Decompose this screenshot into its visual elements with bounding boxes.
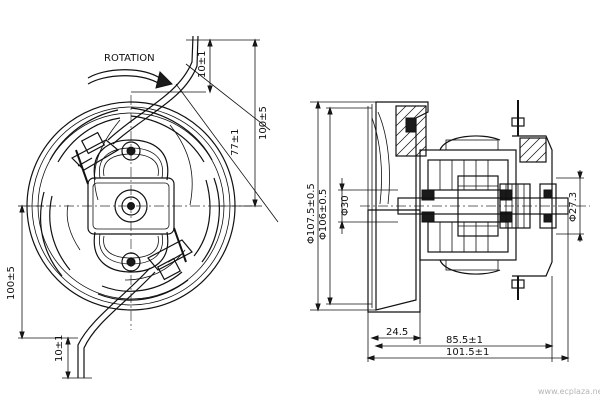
impeller-blades [36, 107, 226, 301]
mounting-bosses [121, 141, 141, 272]
shaft-side [397, 197, 569, 215]
rotation-label: ROTATION [104, 53, 155, 64]
dim-fan-depth: 24.5 [386, 327, 408, 338]
dim-top-offset: 10±1 [197, 51, 208, 78]
stator-section [419, 149, 517, 261]
dim-motor-length: 85.5±1 [446, 335, 483, 346]
dim-height-from-center: 77±1 [230, 129, 241, 156]
side-view: Φ107.5±0.5 Φ106±0.5 Φ30 Φ27.3 24.5 85.5±… [306, 100, 590, 362]
side-dimensions-vertical [310, 100, 584, 312]
dim-dia-mid: Φ106±0.5 [318, 189, 329, 240]
dim-left-height: 100±5 [6, 266, 17, 300]
dim-shaft-dia: Φ27.3 [568, 192, 579, 222]
winding-coils [439, 135, 501, 275]
watermark: www.ecplaza.net [538, 387, 600, 396]
rear-housing [512, 135, 557, 277]
brush-holders [71, 131, 193, 281]
armature [457, 175, 531, 237]
front-dimensions-right [131, 38, 279, 223]
shaft-center [114, 189, 148, 223]
front-view: ROTATION 10±1 77±1 100±5 [6, 35, 279, 380]
brush-studs [511, 100, 525, 300]
upper-bracket [395, 105, 427, 157]
dim-total-length: 101.5±1 [446, 347, 489, 358]
stator-winding [87, 139, 175, 273]
front-dimensions-left [18, 204, 92, 380]
dim-dia-inner: Φ30 [340, 195, 351, 216]
dim-bottom-offset: 10±1 [54, 335, 65, 362]
dim-overall-height: 100±5 [258, 106, 269, 140]
lead-wires [77, 35, 199, 378]
dim-dia-outer: Φ107.5±0.5 [306, 183, 317, 244]
rotation-arrow [87, 69, 173, 89]
side-dimensions-horizontal [366, 214, 570, 362]
